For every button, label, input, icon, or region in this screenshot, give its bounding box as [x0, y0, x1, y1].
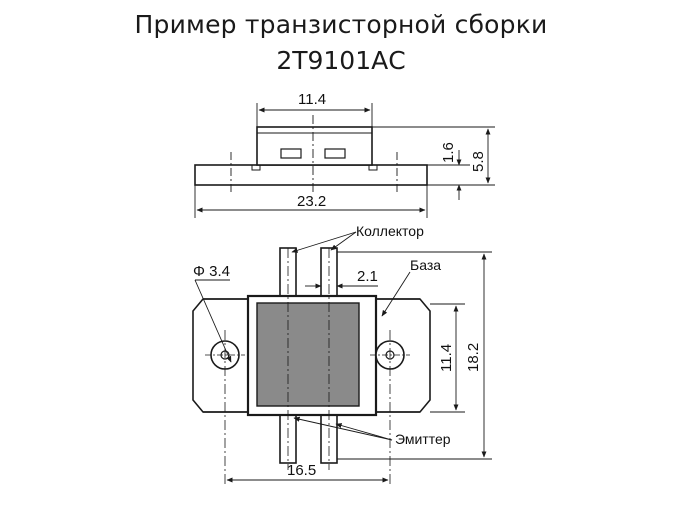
title-line-2: 2Т9101АС: [276, 46, 406, 75]
dim-body-length: 23.2: [297, 193, 326, 210]
die-area: [256, 302, 360, 407]
label-collector: Коллектор: [356, 223, 424, 239]
title-line-1: Пример транзисторной сборки: [134, 10, 548, 39]
dim-total-height: 18.2: [465, 343, 482, 372]
dim-height: 5.8: [470, 151, 487, 172]
dim-cap-width: 11.4: [298, 91, 326, 108]
label-emitter: Эмиттер: [395, 431, 451, 447]
dim-hole: Φ 3.4: [193, 263, 230, 280]
label-base: База: [410, 257, 441, 273]
dim-lead-width: 2.1: [357, 268, 378, 285]
dim-body-height: 11.4: [438, 344, 455, 372]
dim-hole-spacing: 16.5: [287, 462, 316, 479]
dim-flange: 1.6: [440, 142, 457, 163]
front-view: [192, 231, 492, 485]
side-view: [194, 103, 495, 218]
side-flange: [194, 164, 428, 186]
